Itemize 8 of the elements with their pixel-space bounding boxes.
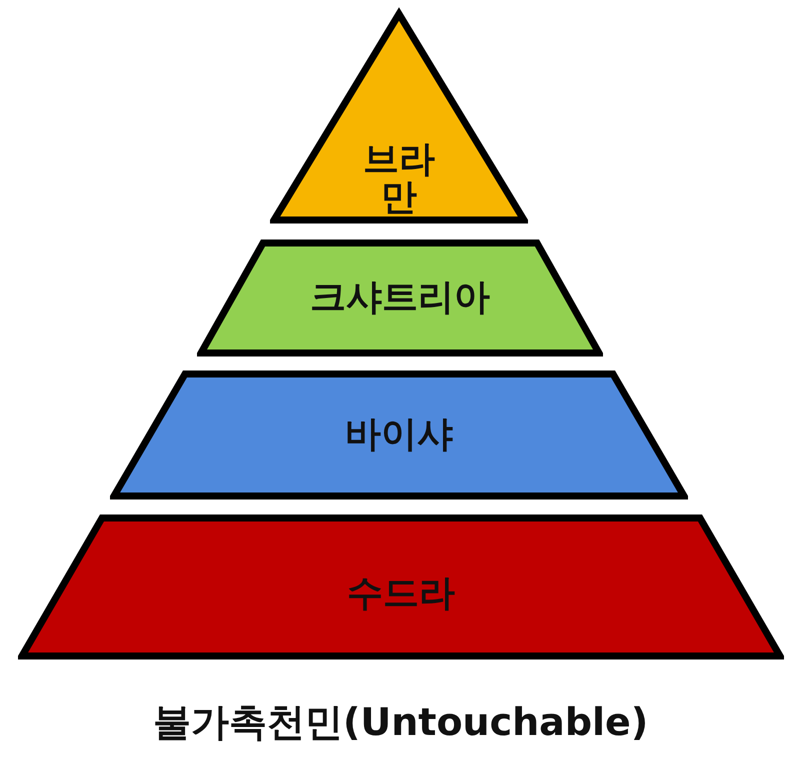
- tier-label: 수드라: [347, 575, 455, 613]
- caption-text: 불가촉천민(Untouchable): [153, 700, 648, 744]
- tier-label: 크샤트리아: [310, 279, 490, 317]
- trapezoid-tier: [18, 514, 784, 660]
- tier-label: 브라만: [362, 141, 436, 217]
- trapezoid-tier: [110, 370, 688, 500]
- tier-label: 바이샤: [345, 416, 453, 454]
- trapezoid-tier: [197, 239, 603, 357]
